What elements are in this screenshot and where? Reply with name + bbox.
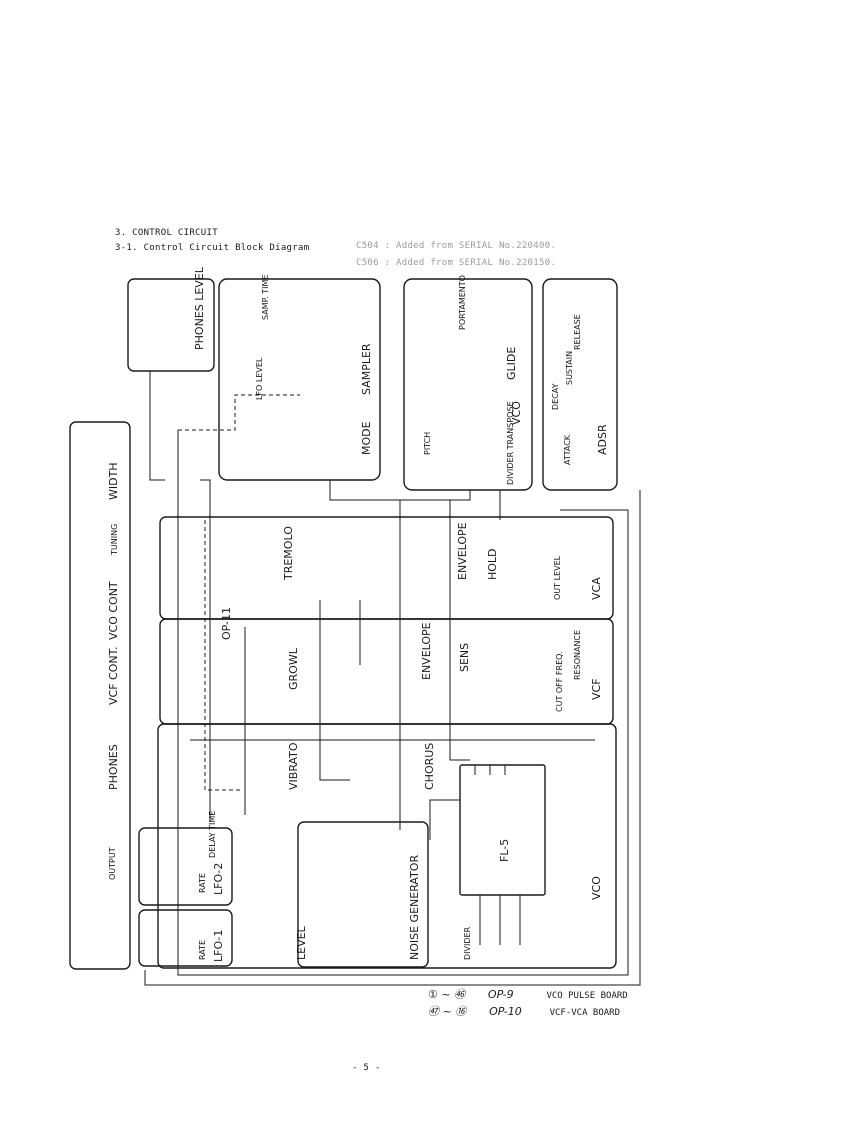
- divider-transpose-label: DIVIDER TRANSPOSE: [506, 401, 515, 485]
- noise-generator-block: [297, 821, 429, 968]
- page-number: - 5 -: [352, 1063, 381, 1073]
- resonance-label: RESONANCE: [573, 630, 582, 680]
- divider-label: DIVIDER: [463, 926, 472, 960]
- left-io-block: [69, 421, 131, 970]
- vco-top-label: VCO: [510, 401, 523, 425]
- section-title: 3. CONTROL CIRCUIT: [115, 228, 218, 238]
- legend-range-1: ① ~ ㊻: [428, 988, 466, 1001]
- envelope-vcf-label: ENVELOPE: [420, 622, 433, 680]
- cutoff-label: CUT OFF FREQ.: [555, 651, 564, 712]
- sens-label: SENS: [458, 643, 471, 672]
- hold-label: HOLD: [486, 548, 499, 580]
- vibrato-label: VIBRATO: [287, 742, 300, 790]
- lfo1-label: LFO-1: [212, 930, 225, 962]
- fl5-module: [459, 764, 546, 896]
- fl5-label: FL-5: [498, 839, 511, 862]
- wire: [149, 371, 165, 481]
- legend-row-2: ㊼ ~ ⑯ OP-10 VCF-VCA BOARD: [428, 1003, 620, 1019]
- wire: [429, 799, 460, 840]
- adsr-block: [542, 278, 618, 491]
- lfo1-block: [138, 909, 233, 967]
- tuning-label: TUNING: [110, 524, 119, 556]
- growl-label: GROWL: [287, 647, 300, 690]
- samp-time-label: SAMP. TIME: [261, 275, 270, 320]
- vca-label: VCA: [590, 577, 603, 600]
- legend-desc-1: VCO PULSE BOARD: [546, 991, 628, 1001]
- phones-level-block: [127, 278, 215, 372]
- out-level-label: OUT LEVEL: [553, 555, 562, 600]
- rate-lfo1-label: RATE: [198, 940, 207, 960]
- decay-label: DECAY: [551, 383, 560, 410]
- sampler-label: SAMPLER: [360, 343, 373, 395]
- wire: [449, 500, 470, 761]
- legend-board-2: OP-10: [489, 1005, 522, 1018]
- vcf-cont-label: VCF CONT.: [107, 646, 120, 705]
- lfo-level-label: LFO LEVEL: [255, 357, 264, 400]
- width-label: WIDTH: [107, 462, 120, 500]
- vca-block: [159, 516, 614, 620]
- serial-note-2: C506 : Added from SERIAL No.220150.: [356, 258, 557, 268]
- rate-lfo2-label: RATE: [198, 873, 207, 893]
- envelope-vca-label: ENVELOPE: [456, 522, 469, 580]
- wire: [177, 430, 629, 976]
- output-label: OUTPUT: [108, 847, 117, 880]
- portamento-label: PORTAMENTO: [458, 275, 467, 330]
- level-label: LEVEL: [295, 925, 308, 960]
- vcf-label: VCF: [590, 678, 603, 700]
- lfo2-label: LFO-2: [212, 863, 225, 895]
- chorus-label: CHORUS: [423, 743, 436, 790]
- glide-label: GLIDE: [505, 347, 518, 380]
- mode-label: MODE: [360, 421, 373, 455]
- legend-range-2: ㊼ ~ ⑯: [428, 1005, 467, 1018]
- phones-label: PHONES: [107, 744, 120, 790]
- wire: [200, 479, 211, 820]
- lfo2-block: [138, 827, 233, 906]
- sustain-label: SUSTAIN: [565, 351, 574, 385]
- legend-board-1: OP-9: [487, 988, 514, 1001]
- dash-link: [204, 520, 240, 791]
- attack-label: ATTACK: [563, 434, 572, 465]
- legend-row-1: ① ~ ㊻ OP-9 VCO PULSE BOARD: [428, 986, 628, 1002]
- vco-cont-label: VCO CONT: [107, 581, 120, 640]
- vco-bottom-label: VCO: [590, 876, 603, 900]
- op11-label: OP-11: [220, 607, 233, 640]
- wire: [144, 490, 641, 986]
- phones-level-label: PHONES LEVEL: [193, 266, 206, 350]
- subsection-title: 3-1. Control Circuit Block Diagram: [115, 243, 310, 253]
- vco-main-block: [157, 723, 617, 969]
- adsr-label: ADSR: [596, 424, 609, 455]
- noise-generator-label: NOISE GENERATOR: [408, 855, 421, 960]
- legend-desc-2: VCF-VCA BOARD: [549, 1008, 621, 1018]
- pitch-label: PITCH: [423, 432, 432, 455]
- wire: [319, 600, 350, 781]
- sampler-block: [218, 278, 381, 481]
- vco-top-block: [403, 278, 533, 491]
- dash-link: [178, 394, 300, 431]
- release-label: RELEASE: [573, 314, 582, 350]
- tremolo-label: TREMOLO: [282, 526, 295, 581]
- serial-note-1: C504 : Added from SERIAL No.220400.: [356, 241, 557, 251]
- delay-time-label: DELAY TIME: [208, 811, 217, 858]
